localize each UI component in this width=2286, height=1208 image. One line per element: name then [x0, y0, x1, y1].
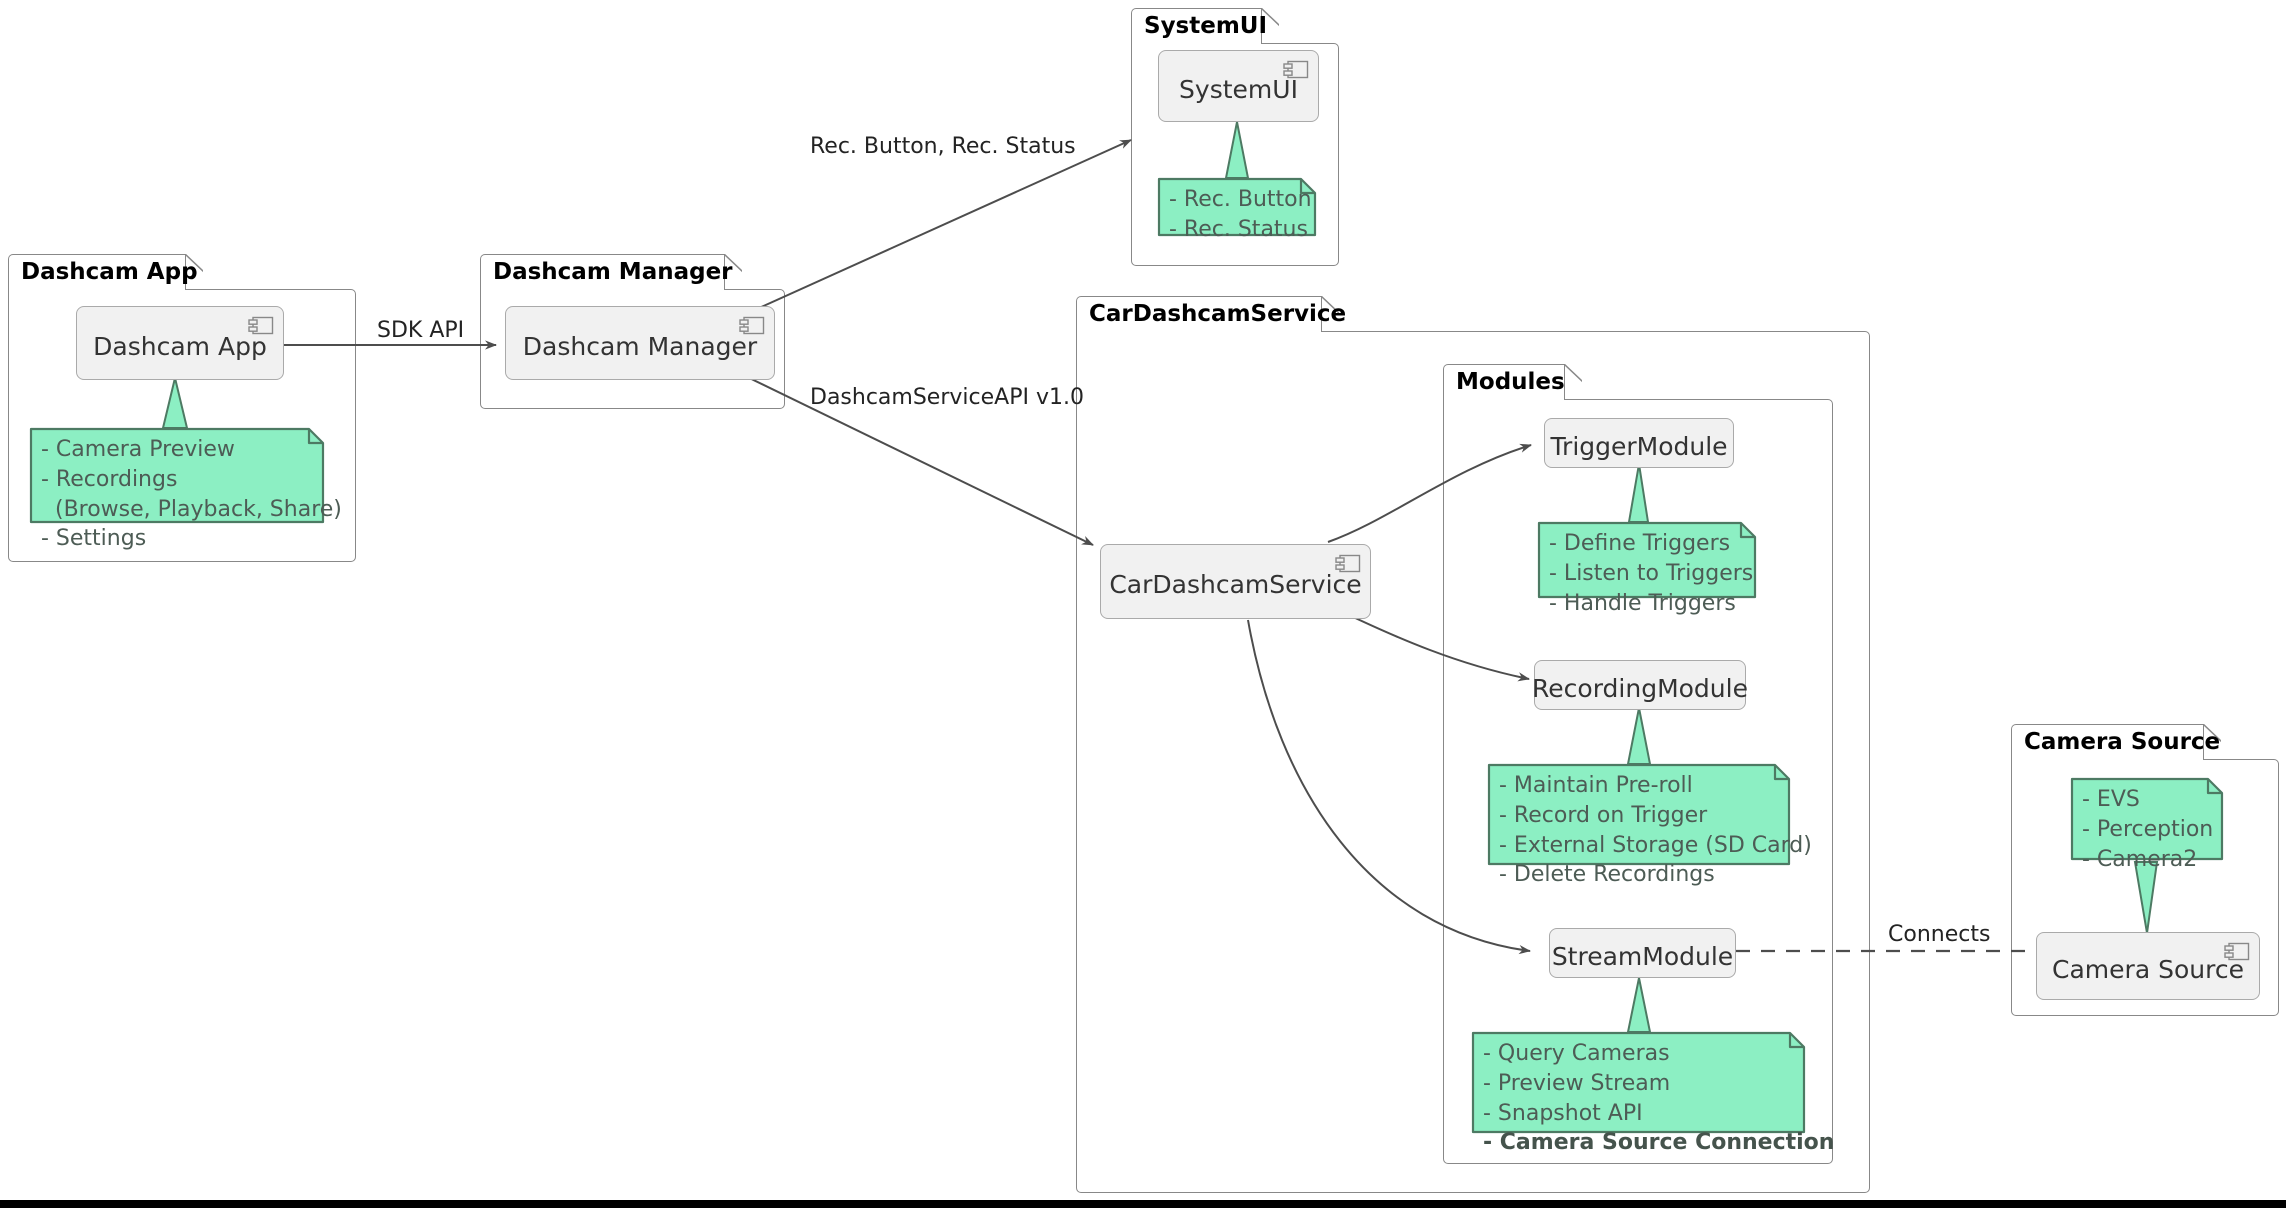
component-icon: [248, 316, 274, 335]
package-dashcam-manager: Dashcam Manager: [480, 254, 785, 409]
note-text-stream-module: - Query Cameras - Preview Stream - Snaps…: [1483, 1039, 1834, 1158]
edge-to-stream-module: [1247, 619, 1531, 955]
edge-label-connects: Connects: [1888, 922, 1991, 947]
note-text-camera-source: - EVS - Perception - Camera2: [2082, 787, 2214, 872]
component-system-ui[interactable]: SystemUI: [1158, 50, 1319, 122]
edge-rec-button-status: [736, 139, 1132, 319]
package-tab-dashcam-manager: Dashcam Manager: [480, 254, 733, 290]
package-dashcam-app: Dashcam App: [8, 254, 356, 562]
component-label-car-dashcam-service: CarDashcamService: [1109, 570, 1362, 599]
note-anchor-system-ui: [1224, 121, 1250, 179]
component-label-system-ui: SystemUI: [1179, 74, 1298, 104]
component-dashcam-app[interactable]: Dashcam App: [76, 306, 284, 380]
note-anchor-recording-module: [1626, 707, 1652, 765]
package-tab-camera-source: Camera Source: [2011, 724, 2220, 760]
note-anchor-trigger-module: [1627, 463, 1650, 523]
note-stream-module: - Query Cameras - Preview Stream - Snaps…: [1470, 1030, 1834, 1155]
edge-to-trigger-module: [1327, 443, 1532, 543]
package-camera-source: Camera Source: [2011, 724, 2279, 1016]
edge-label-dashcam-service-api: DashcamServiceAPI v1.0: [810, 385, 1084, 410]
component-icon: [1283, 60, 1309, 79]
package-system-ui: SystemUI: [1131, 8, 1339, 266]
note-line-query-cameras: - Query Cameras: [1483, 1041, 1670, 1066]
package-tab-slant: [2203, 724, 2221, 761]
component-label-camera-source: Camera Source: [2052, 954, 2244, 984]
component-label-dashcam-manager: Dashcam Manager: [522, 331, 758, 361]
component-car-dashcam-service[interactable]: CarDashcamService: [1100, 544, 1371, 619]
note-shape: [1537, 521, 1757, 599]
package-label-car-dashcam-service: CarDashcamService: [1089, 301, 1347, 327]
package-body-modules: [1443, 399, 1833, 1164]
package-modules: Modules: [1443, 364, 1833, 1164]
component-label-stream-module: StreamModule: [1551, 941, 1734, 971]
bottom-black-bar: [0, 1200, 2286, 1208]
note-camera-source: - EVS - Perception - Camera2: [2069, 776, 2225, 872]
package-tab-slant: [724, 254, 742, 291]
note-line-camera-source-connection: - Camera Source Connection: [1483, 1130, 1835, 1156]
note-text-system-ui: - Rec. Button - Rec. Status: [1169, 187, 1312, 242]
package-tab-modules: Modules: [1443, 364, 1565, 400]
note-shape: [1471, 1031, 1806, 1134]
edge-label-rec-button-status: Rec. Button, Rec. Status: [810, 134, 1076, 159]
component-dashcam-manager[interactable]: Dashcam Manager: [505, 306, 775, 380]
package-tab-slant: [1321, 296, 1339, 333]
package-car-dashcam-service: CarDashcamService: [1076, 296, 1870, 1193]
component-icon: [1335, 554, 1361, 573]
component-label-trigger-module: TriggerModule: [1550, 431, 1728, 461]
note-anchor-dashcam-app: [161, 377, 189, 429]
package-tab-slant: [1564, 364, 1582, 401]
package-tab-car-dashcam-service: CarDashcamService: [1076, 296, 1346, 332]
component-icon: [739, 316, 765, 335]
note-trigger-module: - Define Triggers - Listen to Triggers -…: [1536, 520, 1758, 616]
note-text-dashcam-app: - Camera Preview - Recordings (Browse, P…: [41, 437, 342, 552]
note-text-recording-module: - Maintain Pre-roll - Record on Trigger …: [1499, 773, 1812, 888]
note-shape: [1157, 177, 1317, 237]
component-icon: [2224, 942, 2250, 961]
package-tab-slant: [1261, 8, 1279, 45]
edge-dashcam-service-api: [736, 371, 1094, 546]
component-trigger-module[interactable]: TriggerModule: [1544, 418, 1734, 468]
package-tab-dashcam-app: Dashcam App: [8, 254, 198, 290]
note-shape: [2070, 777, 2224, 861]
package-label-camera-source: Camera Source: [2024, 729, 2221, 755]
note-line-preview-stream: - Preview Stream: [1483, 1070, 1671, 1096]
note-anchor-stream-module: [1626, 977, 1652, 1033]
component-stream-module[interactable]: StreamModule: [1549, 928, 1736, 978]
package-label-modules: Modules: [1456, 369, 1565, 395]
edge-label-sdk-api: SDK API: [377, 318, 465, 343]
note-anchor-camera-source: [2133, 861, 2159, 934]
package-tab-slant: [185, 254, 203, 291]
note-shape: [1487, 763, 1791, 866]
package-body-car-dashcam-service: [1076, 331, 1870, 1193]
note-line-snapshot-api: - Snapshot API: [1483, 1100, 1643, 1126]
package-tab-system-ui: SystemUI: [1131, 8, 1267, 44]
note-text-trigger-module: - Define Triggers - Listen to Triggers -…: [1549, 531, 1754, 616]
note-system-ui: - Rec. Button - Rec. Status: [1156, 176, 1318, 242]
package-label-dashcam-app: Dashcam App: [21, 259, 198, 285]
component-recording-module[interactable]: RecordingModule: [1532, 660, 1748, 710]
note-dashcam-app: - Camera Preview - Recordings (Browse, P…: [28, 426, 342, 551]
component-camera-source[interactable]: Camera Source: [2036, 932, 2260, 1000]
note-recording-module: - Maintain Pre-roll - Record on Trigger …: [1486, 762, 1812, 887]
package-label-system-ui: SystemUI: [1144, 13, 1268, 39]
note-shape: [29, 427, 325, 524]
component-label-dashcam-app: Dashcam App: [93, 331, 267, 361]
package-label-dashcam-manager: Dashcam Manager: [493, 259, 733, 285]
component-label-recording-module: RecordingModule: [1532, 673, 1748, 703]
